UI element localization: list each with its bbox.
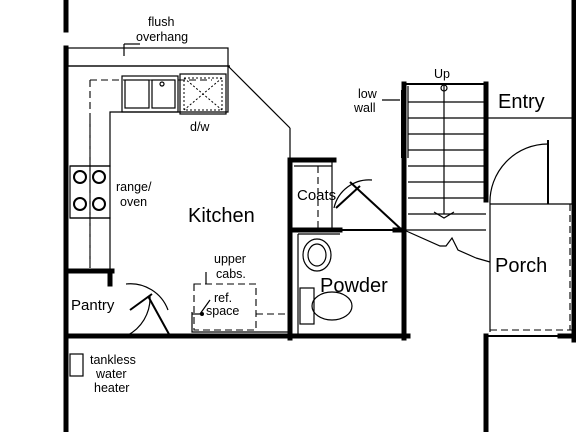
pantry-label: Pantry [71,297,115,314]
entry-label: Entry [498,91,545,113]
entry [486,117,574,337]
labels: flush overhang d/w range/ oven Kitchen u… [71,15,547,395]
range-oven-label-2: oven [120,195,147,209]
pantry-door [125,283,171,337]
water-heater-label-2: water [95,367,127,381]
kitchen-label: Kitchen [188,205,255,227]
sink [121,75,179,113]
walls [63,0,576,432]
up-label: Up [434,67,450,81]
dw-label: d/w [190,120,210,134]
powder-label: Powder [320,275,388,297]
kitchen-counters [66,47,291,271]
flush-overhang-label-1: flush [148,15,174,29]
dishwasher [179,73,227,115]
upper-cabs-label-1: upper [214,252,246,266]
coats-closet [294,160,403,231]
ref-space [191,283,290,333]
upper-cabs-label-2: cabs. [216,267,246,281]
porch-label: Porch [495,255,547,277]
water-heater [69,353,84,377]
low-wall-label-2: wall [353,101,376,115]
range-oven-label-1: range/ [116,180,152,194]
stairs[interactable] [403,83,491,263]
low-wall-label-1: low [358,87,378,101]
coats-label: Coats [297,187,336,204]
water-heater-label-1: tankless [90,353,136,367]
ref-space-label-1: ref. [214,291,232,305]
powder-room [297,229,400,334]
leader-lines [123,43,400,284]
flush-overhang-label-2: overhang [136,30,188,44]
ref-space-label-2: space [206,304,239,318]
water-heater-label-3: heater [94,381,129,395]
